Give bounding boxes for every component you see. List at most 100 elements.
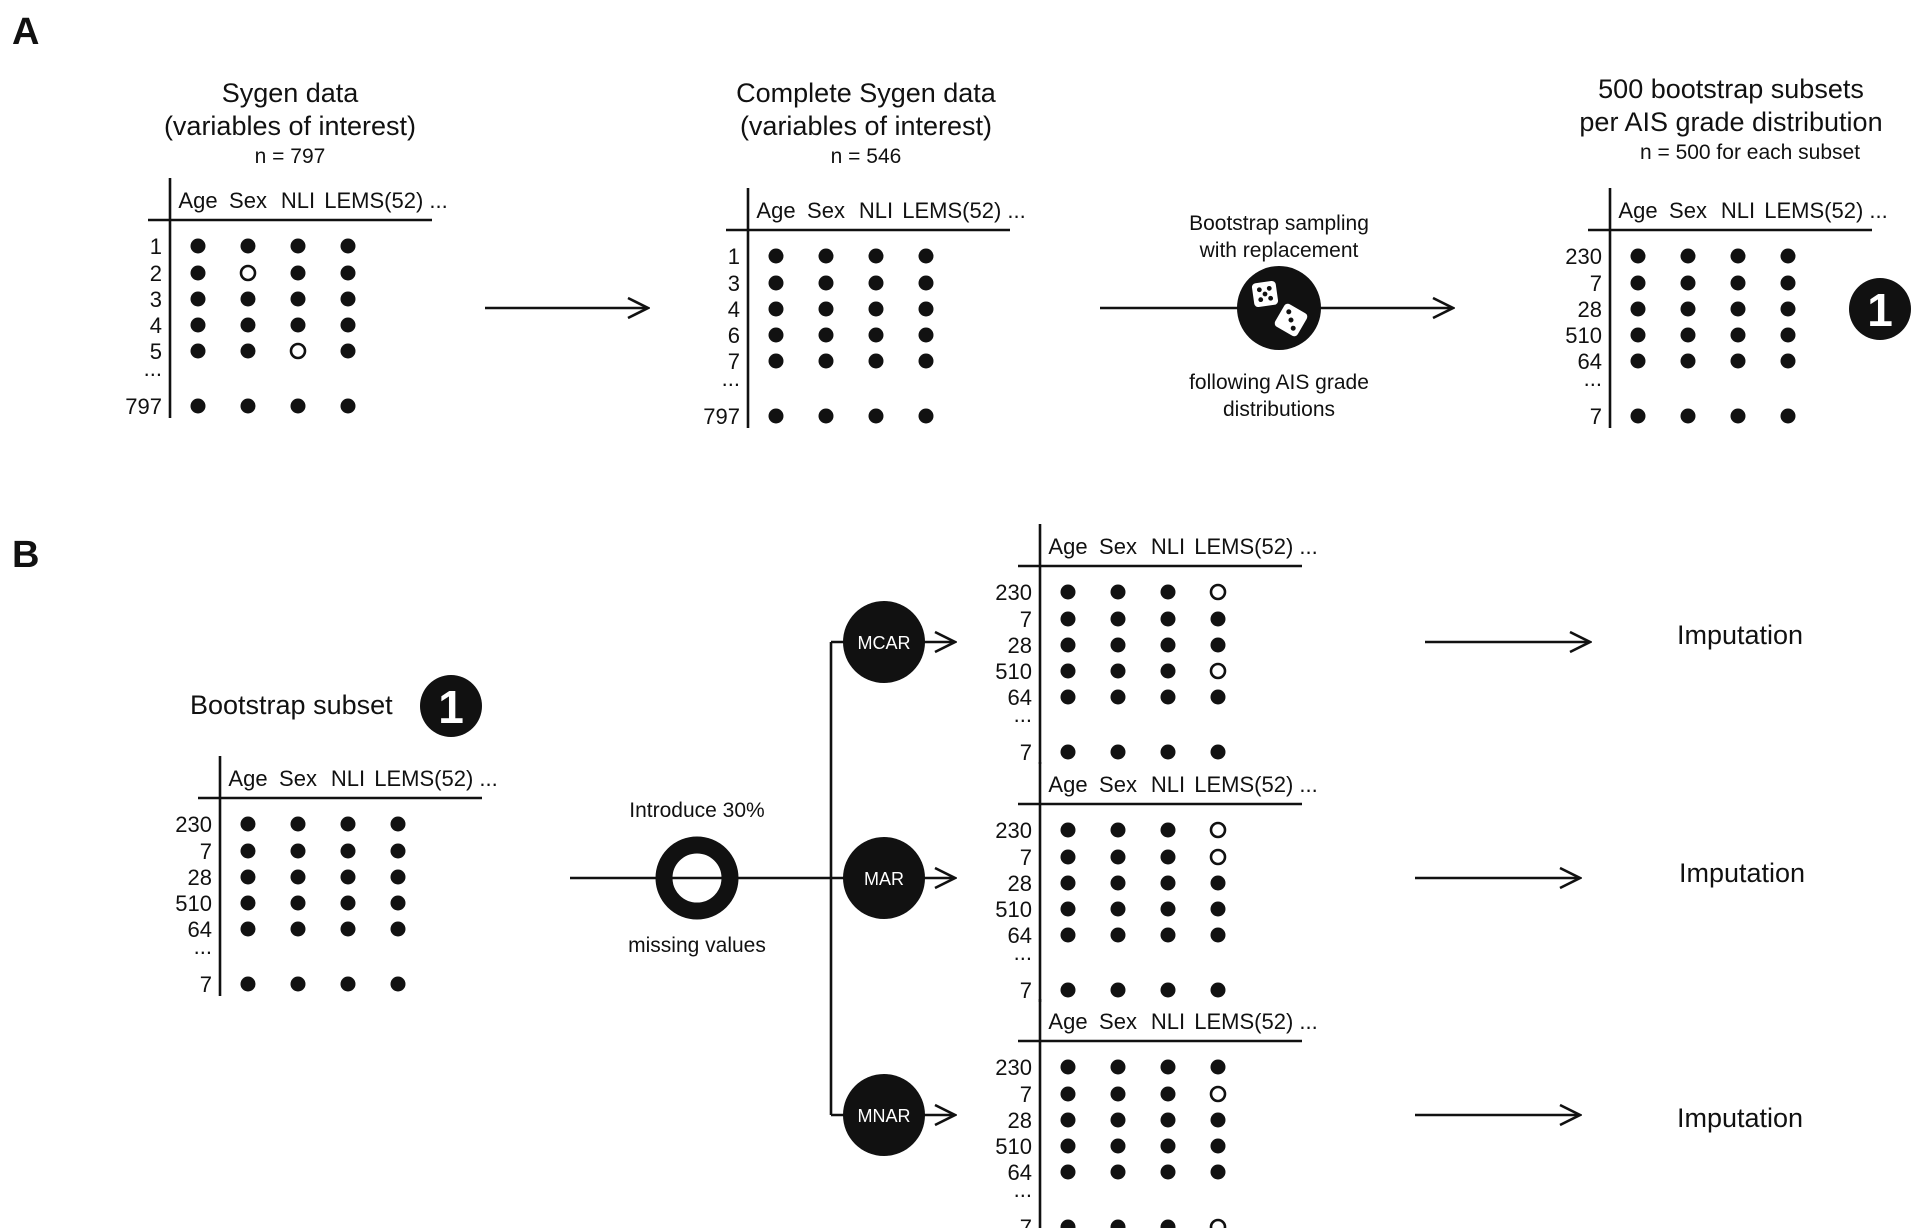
- complete-data-value-cell: [768, 248, 784, 264]
- raw-data-value-cell: [240, 238, 256, 254]
- raw-data-value-cell: [290, 317, 306, 333]
- mechanism-mcar-col-header: NLI: [1151, 534, 1185, 559]
- complete-data-value-cell: [818, 408, 834, 424]
- bootstrap-subset-value-cell: [390, 921, 406, 937]
- bootstrap-sets-row-label: 64: [1578, 349, 1602, 374]
- mechanism-mar-value-cell: [1160, 982, 1176, 998]
- raw-data-value-cell: [190, 291, 206, 307]
- bootstrap-sets-row-label: ...: [1584, 366, 1602, 391]
- raw-data-value-cell: [340, 343, 356, 359]
- mechanism-mar-value-cell: [1160, 927, 1176, 943]
- mechanism-mcar-row-label: 510: [995, 659, 1032, 684]
- mechanism-mcar-col-header: LEMS(52) ...: [1194, 534, 1317, 559]
- mechanism-mar-col-header: LEMS(52) ...: [1194, 772, 1317, 797]
- bootstrap-subset-row-label: ...: [194, 934, 212, 959]
- mechanism-mar-value-cell: [1210, 982, 1226, 998]
- bootstrap-sets-value-cell: [1730, 275, 1746, 291]
- complete-data-value-cell: [818, 353, 834, 369]
- bootstrap-subset-value-cell: [240, 869, 256, 885]
- raw-data-missing-cell: [289, 342, 307, 360]
- complete-data-subtitle: (variables of interest): [740, 111, 992, 141]
- bootstrap-sets-title: 500 bootstrap subsets: [1598, 74, 1864, 104]
- mechanism-mar-row-label: 28: [1008, 871, 1032, 896]
- bootstrap-sets-value-cell: [1730, 248, 1746, 264]
- bootstrap-sets-value-cell: [1730, 301, 1746, 317]
- mechanism-mnar-value-cell: [1160, 1219, 1176, 1228]
- mechanism-mcar-row-label: 64: [1008, 685, 1032, 710]
- mechanism-mcar-value-cell: [1160, 689, 1176, 705]
- mechanism-mar-value-cell: [1160, 901, 1176, 917]
- mechanism-mar-col-header: NLI: [1151, 772, 1185, 797]
- mechanism-mar-value-cell: [1110, 849, 1126, 865]
- complete-data-col-header: Age: [756, 198, 795, 223]
- complete-data-value-cell: [768, 327, 784, 343]
- bootstrap-sets-value-cell: [1630, 408, 1646, 424]
- raw-data-value-cell: [240, 398, 256, 414]
- subset-badge: 1: [1849, 278, 1911, 340]
- mechanism-mar-row-label: 64: [1008, 923, 1032, 948]
- imputation-label: Imputation: [1679, 858, 1805, 888]
- mechanism-mcar-value-cell: [1060, 611, 1076, 627]
- complete-data-value-cell: [818, 248, 834, 264]
- mechanism-mnar-value-cell: [1210, 1164, 1226, 1180]
- mechanism-label: MAR: [864, 869, 904, 889]
- raw-data-value-cell: [240, 317, 256, 333]
- mechanism-mcar-value-cell: [1060, 663, 1076, 679]
- raw-data-value-cell: [190, 398, 206, 414]
- bootstrap-subset-value-cell: [340, 843, 356, 859]
- raw-data-value-cell: [340, 238, 356, 254]
- bootstrap-subset-col-header: NLI: [331, 766, 365, 791]
- complete-data-value-cell: [918, 408, 934, 424]
- bootstrap-subset-badge: 1: [420, 675, 482, 737]
- bootstrap-subset-value-cell: [390, 895, 406, 911]
- bootstrap-sets-value-cell: [1680, 248, 1696, 264]
- bootstrap-sets-value-cell: [1780, 248, 1796, 264]
- raw-data-block: Sygen data (variables of interest) n = 7…: [164, 78, 416, 168]
- mechanism-mcar-row-label: 7: [1020, 607, 1032, 632]
- mechanism-mcar-value-cell: [1110, 637, 1126, 653]
- mechanism-mnar-value-cell: [1210, 1059, 1226, 1075]
- bootstrap-subset-value-cell: [240, 976, 256, 992]
- bootstrap-sets-value-cell: [1680, 327, 1696, 343]
- mechanism-mnar-col-header: Sex: [1099, 1009, 1137, 1034]
- complete-data-row-label: 6: [728, 323, 740, 348]
- bootstrap-subset-badge-number: 1: [438, 681, 464, 733]
- raw-data-row-label: 5: [150, 339, 162, 364]
- mechanism-mcar-row-label: ...: [1014, 702, 1032, 727]
- mechanism-mnar-value-cell: [1060, 1112, 1076, 1128]
- mechanism-mar-value-cell: [1060, 822, 1076, 838]
- mechanism-mar-col-header: Age: [1048, 772, 1087, 797]
- mechanism-mcar-col-header: Age: [1048, 534, 1087, 559]
- bootstrap-sets-row-label: 7: [1590, 271, 1602, 296]
- complete-data-value-cell: [918, 275, 934, 291]
- raw-data-value-cell: [340, 265, 356, 281]
- bootstrap-subset-row-label: 7: [200, 972, 212, 997]
- mechanism-mar-missing-cell: [1209, 848, 1227, 866]
- complete-data-value-cell: [768, 275, 784, 291]
- mechanism-mnar-row-label: 64: [1008, 1160, 1032, 1185]
- bootstrap-subset-row-label: 64: [188, 917, 212, 942]
- bootstrap-sets-value-cell: [1630, 301, 1646, 317]
- mechanism-mar-value-cell: [1210, 875, 1226, 891]
- mechanism-mcar-row-label: 7: [1020, 740, 1032, 765]
- mechanism-mar-value-cell: [1210, 901, 1226, 917]
- bootstrap-sets-value-cell: [1730, 327, 1746, 343]
- mechanism-mcar-col-header: Sex: [1099, 534, 1137, 559]
- mechanism-mnar-col-header: Age: [1048, 1009, 1087, 1034]
- complete-data-row-label: ...: [722, 366, 740, 391]
- mechanism-mar-value-cell: [1210, 927, 1226, 943]
- complete-data-value-cell: [868, 301, 884, 317]
- mechanism-mnar-value-cell: [1160, 1112, 1176, 1128]
- raw-data-title: Sygen data: [222, 78, 360, 108]
- bootstrap-sets-value-cell: [1780, 301, 1796, 317]
- mechanism-mnar-value-cell: [1110, 1059, 1126, 1075]
- bootstrap-sets-value-cell: [1630, 327, 1646, 343]
- mechanism-mcar-row-label: 230: [995, 580, 1032, 605]
- complete-data-value-cell: [868, 248, 884, 264]
- complete-data-value-cell: [868, 353, 884, 369]
- mechanism-mnar-value-cell: [1110, 1086, 1126, 1102]
- mechanism-mcar-value-cell: [1210, 611, 1226, 627]
- bootstrap-sets-col-header: Sex: [1669, 198, 1707, 223]
